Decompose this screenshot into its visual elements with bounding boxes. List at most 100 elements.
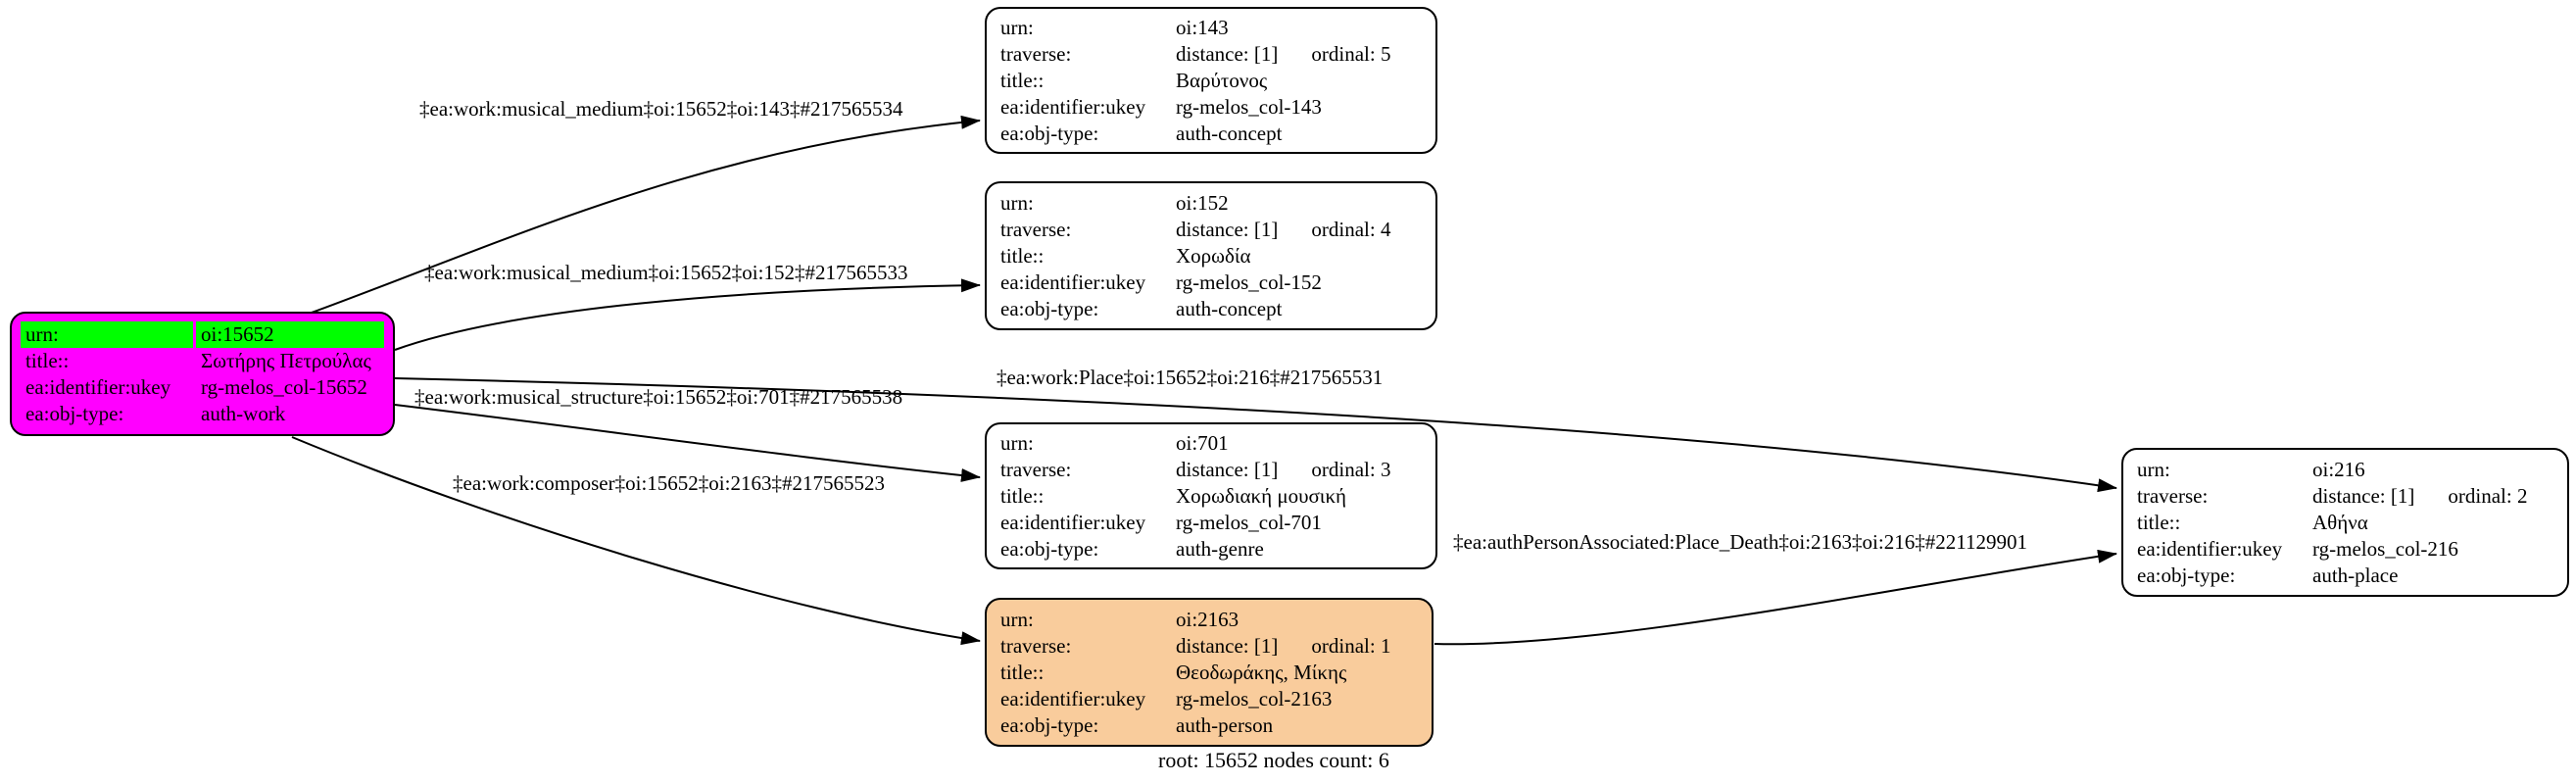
node-field-label: ea:identifier:ukey bbox=[2137, 536, 2283, 561]
node-field-value: rg-melos_col-143 bbox=[1171, 94, 1427, 121]
node-field-label: ea:identifier:ukey bbox=[25, 374, 171, 399]
node-row: title::Θεοδωράκης, Μίκης bbox=[996, 660, 1423, 686]
node-field-value-text: oi:2163 bbox=[1176, 607, 1239, 631]
node-field-value: distance: [1]ordinal: 2 bbox=[2308, 483, 2558, 510]
node-field-value-text: rg-melos_col-15652 bbox=[201, 374, 367, 399]
edge-label-composer-2163: ‡ea:work:composer‡oi:15652‡oi:2163‡#2175… bbox=[453, 471, 885, 495]
node-field-label: title:: bbox=[1000, 483, 1045, 508]
node-row: title::Χορωδιακή μουσική bbox=[996, 483, 1427, 510]
node-field-value: rg-melos_col-15652 bbox=[196, 374, 384, 401]
node-field-label: traverse: bbox=[1000, 457, 1072, 481]
node-field-label: title:: bbox=[25, 348, 70, 372]
node-field-label: ea:obj-type: bbox=[2137, 563, 2236, 587]
node-field-value-text: distance: [1] bbox=[1176, 41, 1279, 66]
node-field-value: distance: [1]ordinal: 1 bbox=[1171, 633, 1423, 660]
node-row: ea:obj-type:auth-person bbox=[996, 712, 1423, 739]
node-field-label: urn: bbox=[21, 320, 193, 348]
node-field-value-text: rg-melos_col-701 bbox=[1176, 510, 1322, 534]
edge-musical-medium-143 bbox=[311, 115, 981, 314]
node-field-value: Θεοδωράκης, Μίκης bbox=[1171, 660, 1423, 686]
node-row: ea:identifier:ukey rg-melos_col-143 bbox=[996, 94, 1427, 121]
node-field-value2-text: ordinal: 5 bbox=[1311, 41, 1391, 66]
node-field-label: ea:identifier:ukey bbox=[1000, 686, 1146, 710]
node-field-value: oi:15652 bbox=[196, 320, 384, 348]
node-row: title::Βαρύτονος bbox=[996, 68, 1427, 94]
node-row: ea:obj-type: auth-place bbox=[2132, 563, 2558, 589]
graph-node-oi-216: urn: oi:216 traverse: distance: [1]ordinal:… bbox=[2121, 448, 2569, 597]
node-field-value2-text: ordinal: 2 bbox=[2448, 483, 2528, 508]
graph-caption: root: 15652 nodes count: 6 bbox=[1158, 748, 1389, 772]
node-field-value: auth-concept bbox=[1171, 121, 1427, 147]
edge-label-place-216: ‡ea:work:Place‡oi:15652‡oi:216‡#21756553… bbox=[996, 366, 1384, 389]
node-row: urn:oi:152 bbox=[996, 190, 1427, 217]
node-field-value: Χορωδία bbox=[1171, 243, 1427, 270]
node-rows: urn: oi:2163 traverse: distance: [1]ordinal… bbox=[996, 607, 1423, 739]
node-field-value-text: rg-melos_col-2163 bbox=[1176, 686, 1333, 710]
node-row: urn:oi:701 bbox=[996, 430, 1427, 457]
node-field-label: traverse: bbox=[1000, 217, 1072, 241]
node-field-label: title:: bbox=[1000, 68, 1045, 92]
node-field-label: ea:identifier:ukey bbox=[1000, 94, 1146, 119]
node-field-value-text: auth-genre bbox=[1176, 536, 1264, 561]
node-field-value-text: auth-work bbox=[201, 401, 286, 425]
node-field-label: urn: bbox=[1000, 607, 1034, 631]
edge-place-216 bbox=[394, 377, 2117, 493]
node-field-value-text: Αθήνα bbox=[2312, 510, 2368, 534]
node-field-value: rg-melos_col-701 bbox=[1171, 510, 1427, 536]
node-field-value-text: auth-person bbox=[1176, 712, 1274, 737]
node-field-value: oi:152 bbox=[1171, 190, 1427, 217]
node-field-label: traverse: bbox=[1000, 633, 1072, 658]
node-field-value2-text: ordinal: 3 bbox=[1311, 457, 1391, 481]
node-field-value: auth-person bbox=[1171, 712, 1423, 739]
node-field-label: title:: bbox=[1000, 660, 1045, 684]
node-field-value: distance: [1]ordinal: 4 bbox=[1171, 217, 1427, 243]
node-field-label: ea:identifier:ukey bbox=[1000, 510, 1146, 534]
node-row: traverse: distance: [1]ordinal: 1 bbox=[996, 633, 1423, 660]
node-field-value: auth-work bbox=[196, 401, 384, 427]
node-field-label: traverse: bbox=[2137, 483, 2209, 508]
edge-label-musical-medium-152: ‡ea:work:musical_medium‡oi:15652‡oi:152‡… bbox=[424, 261, 908, 284]
node-field-value: distance: [1] ordinal: 5 bbox=[1171, 41, 1427, 68]
node-row: title::Σωτήρης Πετρούλας bbox=[21, 348, 384, 374]
node-field-value-text: Χορωδία bbox=[1176, 243, 1251, 268]
node-field-value-text: Σωτήρης Πετρούλας bbox=[201, 348, 371, 372]
edge-place-death-216 bbox=[1434, 549, 2117, 646]
node-field-value: auth-genre bbox=[1171, 536, 1427, 563]
node-row: traverse: distance: [1] ordinal: 3 bbox=[996, 457, 1427, 483]
node-row: traverse: distance: [1]ordinal: 4 bbox=[996, 217, 1427, 243]
edge-musical-structure-701 bbox=[394, 404, 981, 482]
node-field-label: ea:obj-type: bbox=[25, 401, 124, 425]
node-field-value-text: auth-concept bbox=[1176, 296, 1283, 320]
node-row: title::Αθήνα bbox=[2132, 510, 2558, 536]
node-field-value: Σωτήρης Πετρούλας bbox=[196, 348, 384, 374]
edge-label-musical-structure-701: ‡ea:work:musical_structure‡oi:15652‡oi:7… bbox=[414, 385, 903, 409]
node-row: ea:obj-type:auth-concept bbox=[996, 121, 1427, 147]
node-field-value-text: auth-place bbox=[2312, 563, 2399, 587]
node-row: ea:identifier:ukey rg-melos_col-2163 bbox=[996, 686, 1423, 712]
node-field-value: oi:143 bbox=[1171, 15, 1427, 41]
edge-composer-2163 bbox=[291, 436, 981, 646]
node-row: urn: oi:216 bbox=[2132, 457, 2558, 483]
node-field-value-text: distance: [1] bbox=[1176, 633, 1279, 658]
node-field-label: ea:identifier:ukey bbox=[1000, 270, 1146, 294]
node-field-value: rg-melos_col-2163 bbox=[1171, 686, 1423, 712]
graph-node-oi-2163: urn: oi:2163 traverse: distance: [1]ordinal… bbox=[985, 598, 1434, 747]
node-field-label: urn: bbox=[2137, 457, 2170, 481]
node-field-value: Βαρύτονος bbox=[1171, 68, 1427, 94]
node-field-label: ea:obj-type: bbox=[1000, 296, 1099, 320]
node-field-value-text: Βαρύτονος bbox=[1176, 68, 1268, 92]
node-field-value-text: oi:143 bbox=[1176, 15, 1229, 39]
node-field-value-text: oi:152 bbox=[1176, 190, 1229, 215]
edge-musical-medium-152 bbox=[394, 278, 981, 351]
node-row: traverse:distance: [1]ordinal: 5 bbox=[996, 41, 1427, 68]
node-field-value-text: oi:216 bbox=[2312, 457, 2365, 481]
edge-label-musical-medium-143: ‡ea:work:musical_medium‡oi:15652‡oi:143‡… bbox=[419, 97, 903, 121]
node-field-value-text: distance: [1] bbox=[1176, 457, 1279, 481]
